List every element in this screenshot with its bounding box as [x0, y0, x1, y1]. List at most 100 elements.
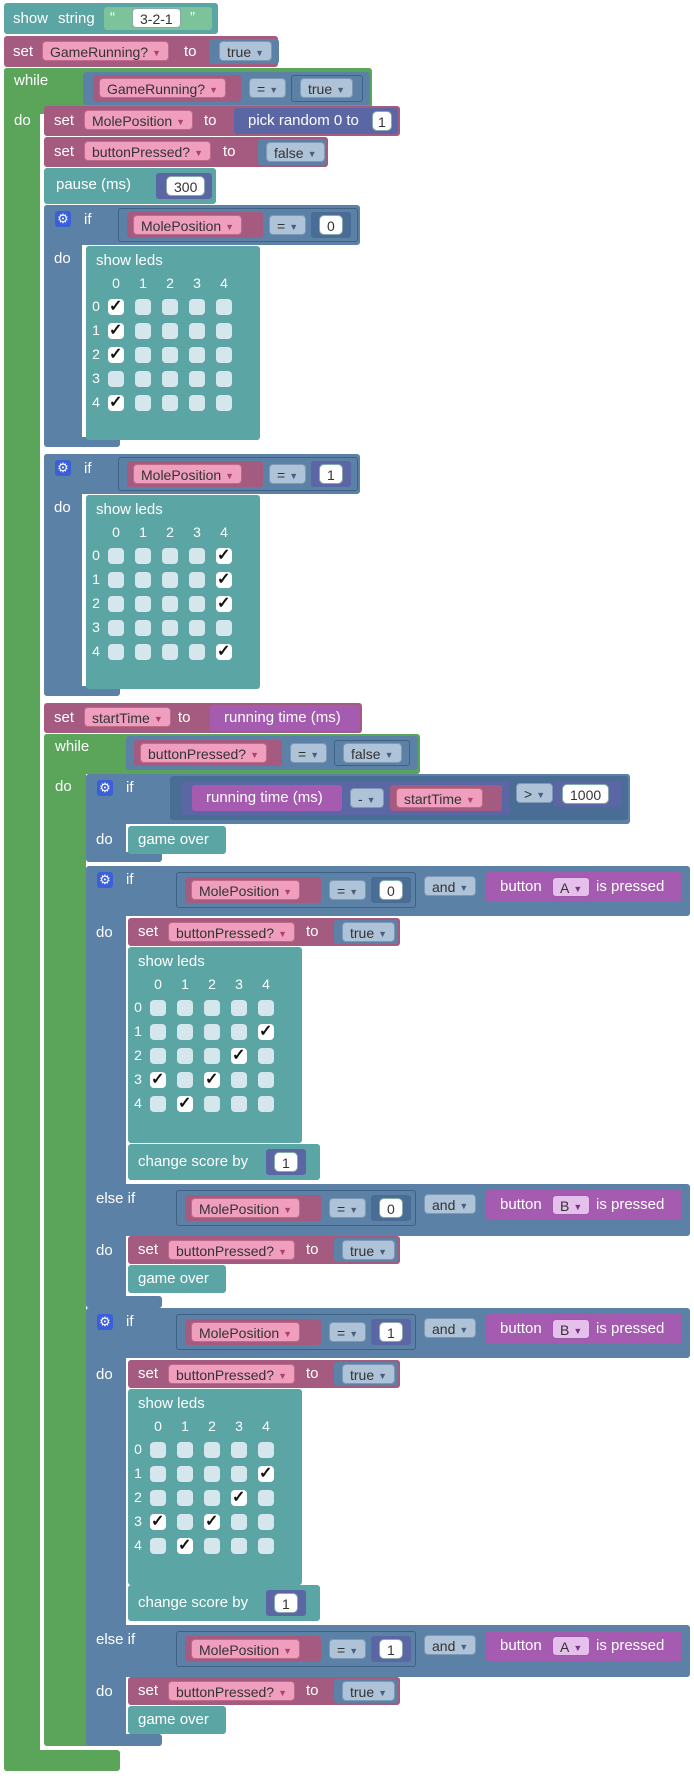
boolean-block[interactable]: true▼ [209, 39, 279, 64]
set-gamerunning-block[interactable]: set GameRunning?▼ to true▼ [4, 36, 279, 67]
led-checkbox-off[interactable] [231, 1514, 247, 1530]
boolean-dropdown[interactable]: true▼ [342, 1364, 396, 1384]
led-checkbox-off[interactable] [189, 596, 205, 612]
boolean-dropdown[interactable]: true▼ [342, 1681, 396, 1701]
moleposition-getter[interactable]: MolePosition▼ [185, 1195, 321, 1221]
led-checkbox-on[interactable]: ✓ [204, 1513, 220, 1530]
number-block[interactable]: 1000 [554, 781, 622, 807]
led-checkbox-off[interactable] [162, 371, 178, 387]
led-checkbox-on[interactable]: ✓ [177, 1095, 193, 1112]
led-checkbox-off[interactable] [177, 1048, 193, 1064]
led-checkbox-off[interactable] [258, 1072, 274, 1088]
led-checkbox-off[interactable] [216, 371, 232, 387]
compare-operator-dropdown[interactable]: =▼ [329, 880, 367, 900]
compare-operator-dropdown[interactable]: =▼ [329, 1322, 367, 1342]
led-checkbox-off[interactable] [189, 323, 205, 339]
led-checkbox-off[interactable] [135, 299, 151, 315]
led-checkbox-off[interactable] [177, 1072, 193, 1088]
number-block[interactable]: 1 [311, 461, 351, 487]
compare-operator-dropdown[interactable]: =▼ [329, 1198, 367, 1218]
and-condition-2[interactable]: MolePosition▼ =▼ 1 and▼ button B▼ is pre… [166, 1310, 688, 1354]
buttonpressed-getter[interactable]: buttonPressed?▼ [134, 740, 282, 766]
gamerunning-getter[interactable]: GameRunning?▼ [93, 75, 241, 102]
button-pressed-block[interactable]: button A▼ is pressed [486, 872, 682, 902]
pause-number-block[interactable]: 300 [156, 173, 212, 199]
led-checkbox-off[interactable] [135, 620, 151, 636]
led-checkbox-off[interactable] [258, 1490, 274, 1506]
moleposition-getter[interactable]: MolePosition▼ [185, 1636, 321, 1662]
buttonpressed-var-dropdown[interactable]: buttonPressed?▼ [84, 141, 211, 161]
led-checkbox-off[interactable] [231, 1000, 247, 1016]
button-pressed-block[interactable]: button A▼ is pressed [486, 1631, 682, 1661]
compare-operator-dropdown[interactable]: =▼ [329, 1639, 367, 1659]
buttonpressed-var-dropdown[interactable]: buttonPressed?▼ [140, 743, 267, 763]
moleposition-getter[interactable]: MolePosition▼ [127, 461, 263, 487]
led-checkbox-off[interactable] [189, 299, 205, 315]
moleposition-var-dropdown[interactable]: MolePosition▼ [191, 1322, 301, 1342]
set-buttonpressed-true[interactable]: set buttonPressed?▼ to true▼ [128, 918, 400, 946]
led-checkbox-off[interactable] [216, 620, 232, 636]
led-checkbox-off[interactable] [231, 1538, 247, 1554]
led-checkbox-off[interactable] [189, 620, 205, 636]
led-checkbox-off[interactable] [135, 395, 151, 411]
led-checkbox-off[interactable] [150, 1490, 166, 1506]
led-checkbox-on[interactable]: ✓ [204, 1071, 220, 1088]
led-checkbox-off[interactable] [150, 1048, 166, 1064]
boolean-dropdown[interactable]: false▼ [266, 142, 325, 162]
boolean-block[interactable]: true▼ [334, 1238, 398, 1262]
led-checkbox-on[interactable]: ✓ [216, 547, 232, 564]
boolean-dropdown[interactable]: true▼ [219, 41, 273, 61]
gear-icon[interactable]: ⚙ [55, 211, 71, 227]
boolean-block[interactable]: false▼ [258, 139, 326, 165]
gamerunning-var-dropdown[interactable]: GameRunning?▼ [99, 78, 226, 98]
gear-icon[interactable]: ⚙ [97, 872, 113, 888]
led-checkbox-off[interactable] [189, 644, 205, 660]
compare-operator-dropdown[interactable]: =▼ [290, 743, 328, 763]
number-input[interactable]: 0 [379, 1198, 403, 1218]
change-score-block[interactable]: change score by 1 [128, 1585, 320, 1621]
moleposition-var-dropdown[interactable]: MolePosition▼ [84, 110, 194, 130]
led-checkbox-on[interactable]: ✓ [216, 595, 232, 612]
set-buttonpressed-true[interactable]: set buttonPressed?▼ to true▼ [128, 1360, 400, 1388]
logic-operator-dropdown[interactable]: and▼ [424, 1635, 477, 1655]
led-checkbox-off[interactable] [162, 572, 178, 588]
led-checkbox-off[interactable] [177, 1024, 193, 1040]
boolean-block[interactable]: true▼ [291, 75, 363, 102]
button-pressed-block[interactable]: button B▼ is pressed [486, 1314, 682, 1344]
led-checkbox-off[interactable] [177, 1466, 193, 1482]
button-dropdown[interactable]: B▼ [552, 1319, 591, 1339]
buttonpressed-var-dropdown[interactable]: buttonPressed?▼ [168, 1364, 295, 1384]
if-block-2[interactable] [44, 454, 82, 694]
gamerunning-var-dropdown[interactable]: GameRunning?▼ [42, 41, 169, 61]
led-checkbox-on[interactable]: ✓ [231, 1489, 247, 1506]
led-checkbox-off[interactable] [135, 596, 151, 612]
led-checkbox-off[interactable] [258, 1514, 274, 1530]
boolean-block[interactable]: true▼ [334, 1362, 398, 1386]
led-checkbox-off[interactable] [204, 1048, 220, 1064]
led-checkbox-off[interactable] [150, 1024, 166, 1040]
logic-operator-dropdown[interactable]: and▼ [424, 1318, 477, 1338]
string-literal-block[interactable]: “ 3-2-1 ” [104, 7, 212, 30]
button-pressed-block[interactable]: button B▼ is pressed [486, 1190, 682, 1220]
led-checkbox-off[interactable] [231, 1024, 247, 1040]
running-time-block[interactable]: running time (ms) [210, 705, 360, 731]
led-checkbox-off[interactable] [177, 1514, 193, 1530]
pause-ms-input[interactable]: 300 [166, 176, 206, 196]
led-checkbox-off[interactable] [135, 323, 151, 339]
led-checkbox-off[interactable] [189, 371, 205, 387]
led-checkbox-off[interactable] [177, 1442, 193, 1458]
compare-block[interactable]: MolePosition▼ =▼ 0 [176, 1190, 416, 1226]
button-dropdown[interactable]: A▼ [552, 1636, 591, 1656]
led-checkbox-on[interactable]: ✓ [108, 298, 124, 315]
led-checkbox-off[interactable] [204, 1442, 220, 1458]
led-checkbox-off[interactable] [204, 1490, 220, 1506]
led-checkbox-off[interactable] [108, 596, 124, 612]
led-checkbox-off[interactable] [108, 548, 124, 564]
led-checkbox-on[interactable]: ✓ [258, 1023, 274, 1040]
if2-condition[interactable]: MolePosition▼ =▼ 1 [118, 457, 358, 491]
pause-block[interactable]: pause (ms) 300 [44, 168, 216, 204]
led-checkbox-on[interactable]: ✓ [258, 1465, 274, 1482]
led-checkbox-off[interactable] [204, 1466, 220, 1482]
